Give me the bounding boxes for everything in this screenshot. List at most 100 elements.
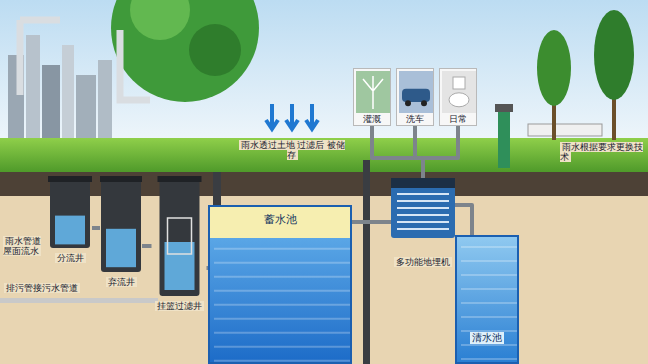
well-cover: [100, 176, 142, 182]
building: [26, 35, 40, 140]
rain-arrows: [266, 104, 318, 129]
tree-crown: [594, 10, 634, 100]
toilet-bowl: [449, 93, 469, 107]
filter-column: [498, 110, 510, 168]
well-water: [106, 229, 136, 267]
tank-node: 蓄水池: [208, 205, 352, 364]
water-pipe: [455, 205, 472, 235]
water-pipe: [92, 226, 100, 230]
well-shape: [48, 176, 92, 264]
water-pipe: [142, 244, 152, 248]
water-ripple: [214, 276, 350, 278]
water-ripple: [214, 360, 350, 362]
globe-foliage: [189, 24, 241, 76]
water-ripple: [461, 274, 517, 276]
machine-grille: [397, 214, 449, 216]
water-pipe: [423, 126, 458, 178]
earth-ground: [0, 196, 648, 364]
filter-cap: [495, 104, 513, 112]
node-label: 蓄水池: [262, 213, 299, 226]
water-ripple: [461, 246, 517, 248]
water-lines: [457, 237, 521, 364]
pool-node: 清水池: [455, 235, 519, 364]
grass-band: [0, 138, 648, 172]
water-ripple: [461, 288, 517, 290]
sky: [0, 0, 648, 150]
well-body: [50, 176, 90, 248]
globe-foliage: [130, 0, 190, 40]
water-pipe: [352, 220, 391, 224]
water-ripple: [214, 248, 350, 250]
tree-crown: [537, 30, 571, 106]
green-globe: [111, 0, 259, 102]
node-label: 分流井: [55, 253, 86, 263]
water-ripple: [461, 316, 517, 318]
icon-photo: [356, 71, 390, 113]
machine-grille: [397, 221, 449, 223]
caption-text: 雨水透过土地 过滤后 被储存: [239, 140, 345, 160]
water-pipe: [372, 126, 423, 178]
machine-body: [391, 178, 455, 238]
well-cover: [157, 176, 201, 182]
water-ripple: [214, 290, 350, 292]
free-label: 排污管接污水管道: [4, 283, 124, 293]
building: [98, 60, 112, 140]
water-ripple: [461, 358, 517, 360]
node-label: 洗车: [404, 114, 426, 124]
well-cover: [48, 176, 92, 182]
icon-photo: [399, 71, 433, 113]
node-label: 清水池: [470, 332, 504, 344]
machine-grille: [397, 207, 449, 209]
topsoil-band: [0, 172, 648, 196]
machine-node: 多功能地埋机: [391, 178, 455, 268]
icon-node: 日常: [439, 68, 477, 126]
building: [62, 45, 74, 140]
water-ripple: [461, 344, 517, 346]
well-water: [55, 216, 85, 245]
water-ripple: [214, 304, 350, 306]
vertical-pipe: [363, 160, 370, 364]
well-shape: [100, 176, 142, 288]
well-node: 挂篮过滤井: [152, 176, 207, 312]
machine-grille: [397, 228, 449, 230]
filter-basket: [167, 218, 191, 254]
building: [76, 75, 96, 140]
well-water: [164, 242, 194, 290]
car-wheel: [421, 100, 427, 106]
caption-text: 排污管接污水管道: [4, 283, 80, 293]
water-ripple: [214, 262, 350, 264]
well-body: [101, 176, 141, 272]
well-node: 分流井: [48, 176, 92, 264]
node-label: 挂篮过滤井: [155, 301, 204, 311]
caption-text: 雨水根据要求更换技术: [560, 142, 643, 162]
car-wheel: [405, 100, 411, 106]
caption-text: 雨水管道 屋面流水: [3, 236, 41, 256]
water-ripple: [214, 332, 350, 334]
free-label: 雨水管道 屋面流水: [3, 236, 47, 256]
node-label: 多功能地埋机: [394, 257, 452, 267]
machine-grille: [397, 193, 449, 195]
icon-node: 洗车: [396, 68, 434, 126]
toilet-tank: [453, 77, 465, 89]
pipe-sculpture: [20, 20, 150, 100]
well-body: [159, 176, 199, 296]
free-label: 雨水透过土地 过滤后 被储存: [236, 140, 348, 160]
icon-node: 灌溉: [353, 68, 391, 126]
treatment-unit: [528, 124, 602, 136]
node-label: 日常: [447, 114, 469, 124]
water-ripple: [461, 260, 517, 262]
machine-shape: [391, 178, 455, 268]
well-node: 弃流井: [100, 176, 142, 288]
free-label: 雨水根据要求更换技术: [560, 142, 646, 162]
sprinkler-spray: [363, 76, 383, 109]
machine-lid: [391, 178, 455, 188]
machine-grille: [397, 200, 449, 202]
water-ripple: [214, 346, 350, 348]
icon-photo: [442, 71, 476, 113]
node-label: 灌溉: [361, 114, 383, 124]
water-lines: [210, 207, 354, 364]
sewer-pipe: [0, 298, 158, 303]
node-label: 弃流井: [106, 277, 137, 287]
car-body: [402, 89, 430, 102]
building: [42, 65, 60, 140]
